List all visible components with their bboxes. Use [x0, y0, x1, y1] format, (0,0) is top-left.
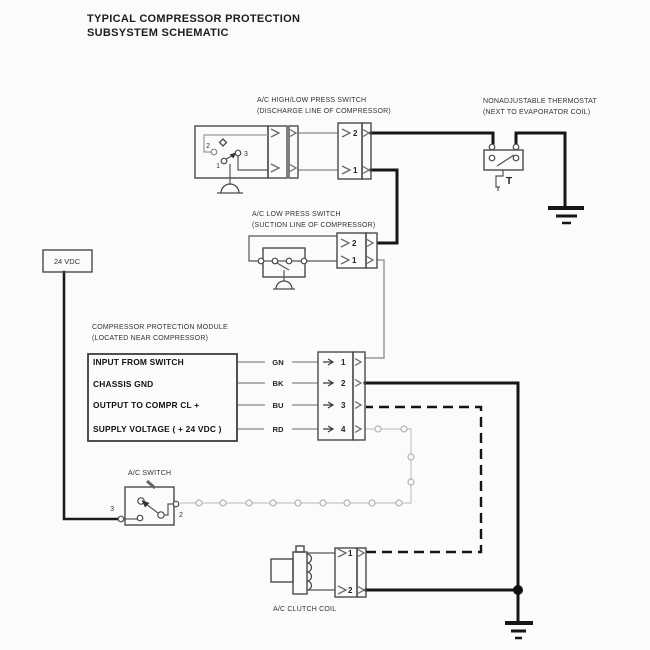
module-pin-label: 4: [341, 425, 346, 434]
ac-switch-terminal-3-label: 3: [110, 506, 114, 513]
ac-switch-rotor-arm: [145, 503, 159, 514]
thermostat: NONADJUSTABLE THERMOSTAT (NEXT TO EVAPOR…: [483, 98, 597, 191]
coil-leads: [307, 552, 335, 591]
wire-chassis-gnd: [363, 381, 520, 623]
ground-symbol-thermostat: [548, 206, 584, 225]
diamond-marker: [218, 138, 228, 147]
page-title: TYPICAL COMPRESSOR PROTECTION SUBSYSTEM …: [87, 13, 300, 39]
ground-symbol-main: [505, 621, 533, 640]
module-pin-label: 1: [341, 358, 346, 367]
module-pigtails: [237, 361, 318, 430]
terminal-3: [234, 149, 242, 157]
coil-tab: [295, 545, 305, 553]
lowpress-wire-left: [248, 235, 337, 262]
thermostat-terminal-right: [512, 143, 520, 151]
ac-clutch-coil: 1 2 A/C CLUTCH COIL: [270, 545, 367, 613]
clutch-pin-2-label: 2: [348, 586, 353, 595]
ac-switch-label: A/C SWITCH: [128, 470, 171, 477]
high-low-switch-label-1: A/C HIGH/LOW PRESS SWITCH: [257, 97, 366, 104]
module-row-function: SUPPLY VOLTAGE ( + 24 VDC ): [93, 424, 222, 434]
module-pin-label: 2: [341, 379, 346, 388]
ac-switch-terminal-2-label: 2: [179, 512, 183, 519]
contact-arrowhead: [229, 152, 236, 159]
wire-gray-lowpress-to-module: [364, 259, 385, 359]
module-row-function: INPUT FROM SWITCH: [93, 357, 184, 367]
pressure-dome-icon: [273, 280, 295, 290]
thermostat-label-2: (NEXT TO EVAPORATOR COIL): [483, 109, 590, 116]
ac-switch: A/C SWITCH 3 2: [110, 470, 183, 526]
pressure-dome-icon: [217, 183, 243, 194]
capillary-icon: [495, 170, 504, 191]
wire-24vdc-to-ac-switch: [62, 270, 120, 521]
title-line-2: SUBSYSTEM SCHEMATIC: [87, 27, 229, 39]
lowpress-contact-arm: [276, 262, 290, 281]
wire-color-label: GN: [272, 358, 283, 367]
module-connector: 1 2 3 4: [317, 351, 366, 441]
terminal-1-label: 1: [216, 163, 220, 170]
power-source-24vdc: 24 VDC: [42, 249, 93, 273]
wire-supply-dotted: [180, 428, 412, 504]
high-low-switch-label-2: (DISCHARGE LINE OF COMPRESSOR): [257, 108, 391, 115]
wiring: [62, 131, 567, 623]
module-label-2: (LOCATED NEAR COMPRESSOR): [92, 335, 208, 342]
power-source-label: 24 VDC: [54, 257, 81, 266]
terminal-2: [210, 148, 218, 156]
clutch-plug: [270, 558, 294, 583]
connector-chevrons: [270, 128, 298, 173]
title-line-1: TYPICAL COMPRESSOR PROTECTION: [87, 13, 300, 25]
clutch-coil-label: A/C CLUTCH COIL: [273, 606, 336, 613]
connector-pin-1-label: 1: [353, 166, 358, 175]
thermostat-contact-arm: [496, 154, 515, 167]
internal-link-terminal3: [237, 156, 268, 171]
thermostat-symbol: T: [506, 176, 512, 187]
ac-switch-link-2: [164, 503, 173, 516]
toggle-lever-icon: [146, 479, 156, 490]
module-pin-label: 3: [341, 401, 346, 410]
wire-thermostat-to-ground: [514, 131, 567, 208]
wire-color-label: BU: [273, 401, 284, 410]
thermostat-terminal-left: [488, 143, 496, 151]
internal-link-terminal2: [203, 134, 268, 153]
compressor-protection-module: COMPRESSOR PROTECTION MODULE (LOCATED NE…: [87, 324, 366, 442]
wire-junction-dot: [513, 585, 523, 595]
terminal-3-label: 3: [244, 151, 248, 158]
clutch-pin-1-label: 1: [348, 549, 353, 558]
wire-supply-beads: [195, 425, 415, 507]
wire-output-to-clutch-dashed: [366, 405, 483, 554]
connector-pin-2-label: 2: [353, 129, 358, 138]
wire-pressswitch-to-lowpress-connector: [369, 168, 399, 245]
terminal-2-label: 2: [206, 143, 210, 150]
terminal-1: [220, 157, 228, 165]
coil-body: [292, 551, 308, 595]
low-press-label-2: (SUCTION LINE OF COMPRESSOR): [252, 222, 375, 229]
module-row-function: OUTPUT TO COMPR CL +: [93, 400, 199, 410]
wire-color-label: RD: [273, 425, 284, 434]
thermostat-label-1: NONADJUSTABLE THERMOSTAT: [483, 98, 597, 105]
wire-color-label: BK: [273, 379, 284, 388]
ac-switch-terminal-3: [117, 515, 125, 523]
coil-windings-icon: [306, 553, 313, 591]
low-press-label-1: A/C LOW PRESS SWITCH: [252, 211, 341, 218]
high-low-press-switch: A/C HIGH/LOW PRESS SWITCH (DISCHARGE LIN…: [194, 97, 391, 194]
low-press-switch: A/C LOW PRESS SWITCH (SUCTION LINE OF CO…: [248, 211, 378, 290]
module-label-1: COMPRESSOR PROTECTION MODULE: [92, 324, 228, 331]
lowpress-pin-2-label: 2: [352, 239, 357, 248]
ac-switch-terminal-2: [172, 500, 180, 508]
module-row-function: CHASSIS GND: [93, 379, 153, 389]
lowpress-pin-1-label: 1: [352, 256, 357, 265]
wire-pressswitch-to-thermostat: [369, 131, 495, 147]
rotor-arrowhead: [141, 500, 150, 508]
